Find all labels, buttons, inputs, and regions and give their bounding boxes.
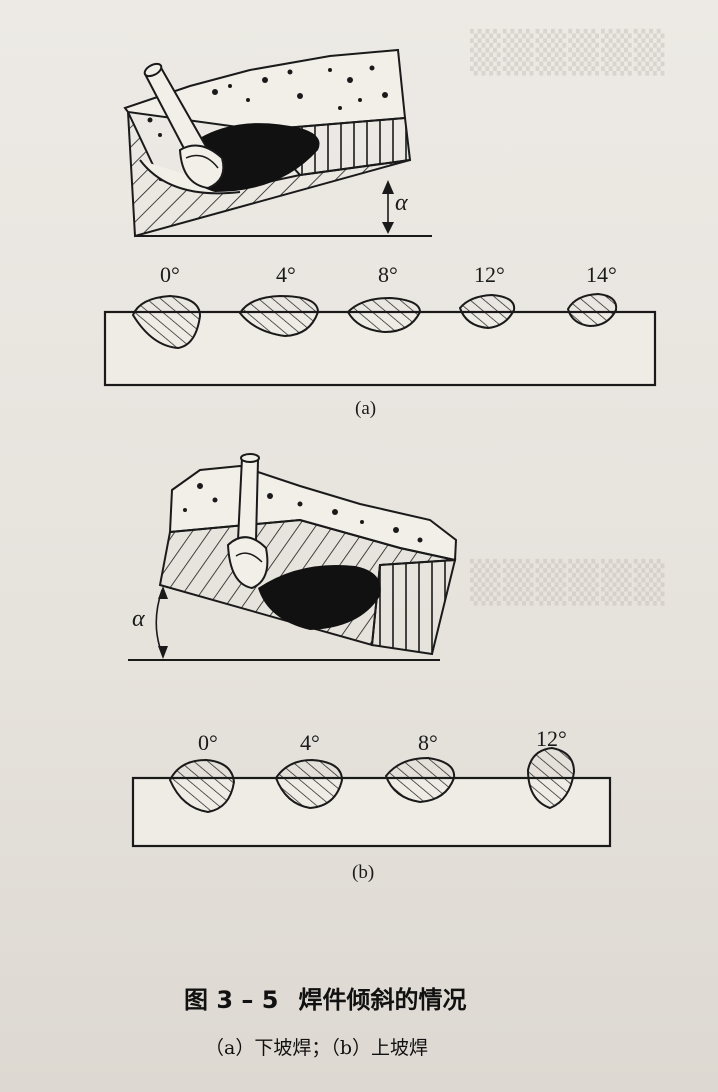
seam-a-8 (346, 296, 422, 334)
angle-label-a-12: 12° (474, 262, 505, 287)
alpha-label-a: α (395, 190, 408, 216)
electrode-b (226, 453, 269, 590)
figure-number: 图 3 – 5 (184, 986, 279, 1014)
figure-title: 焊件倾斜的情况 (298, 986, 467, 1014)
alpha-label-b: α (132, 606, 145, 632)
seam-a-14 (566, 292, 618, 328)
seam-b-0 (168, 758, 236, 814)
angle-label-b-0: 0° (198, 730, 218, 755)
seam-a-4 (238, 294, 320, 338)
seam-b-4 (274, 758, 344, 810)
figure-a-seam-plate (103, 292, 657, 387)
seam-b-8 (384, 756, 456, 804)
angle-label-b-4: 4° (300, 730, 320, 755)
angle-label-a-0: 0° (160, 262, 180, 287)
angle-label-a-4: 4° (276, 262, 296, 287)
angle-label-a-8: 8° (378, 262, 398, 287)
figure-b-workpiece (128, 453, 458, 661)
angle-label-a-14: 14° (586, 262, 617, 287)
figure-caption-subtitle: （a）下坡焊；（b）上坡焊 (205, 1037, 428, 1059)
figure-a-workpiece (123, 48, 432, 238)
seam-a-12 (458, 293, 516, 330)
seam-b-12 (526, 746, 576, 810)
bleed-through-texture: ▒▒▒▒▒▒ (470, 30, 667, 76)
figure-b-label: (b) (352, 862, 375, 883)
figure-caption-title: 图 3 – 5 焊件倾斜的情况 (184, 980, 466, 1015)
angle-label-b-12: 12° (536, 726, 567, 751)
figure-a-label: (a) (355, 398, 377, 419)
figure-b-seam-plate (131, 746, 612, 848)
bleed-through-texture: ▒▒▒▒▒▒ (470, 560, 667, 606)
seam-a-0 (131, 294, 202, 350)
electrode-a (143, 62, 225, 190)
angle-label-b-8: 8° (418, 730, 438, 755)
